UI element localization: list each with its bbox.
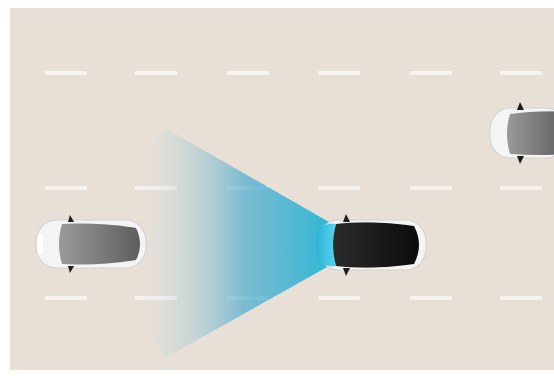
front-car <box>490 102 554 164</box>
ego-car <box>316 214 426 276</box>
rear-car <box>36 215 146 273</box>
road-surface <box>10 8 554 370</box>
